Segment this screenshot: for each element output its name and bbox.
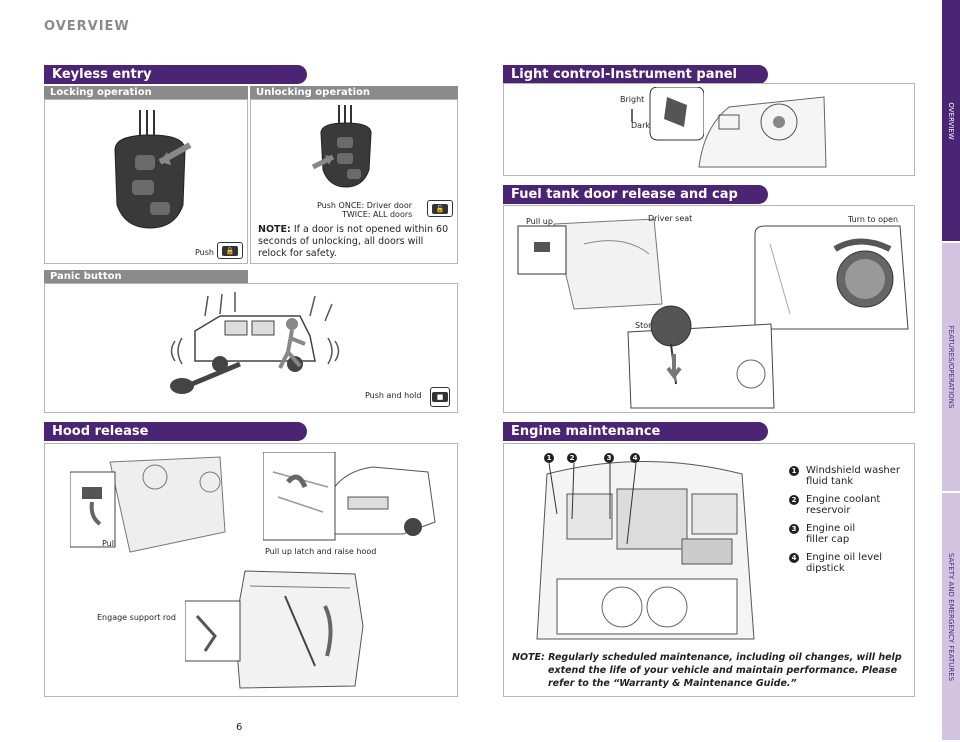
support-rod-icon [185,570,364,689]
key-fob-icon [311,105,372,188]
unlock-button-icon: 🔓 [427,200,453,217]
fuel-tank-banner: Fuel tank door release and cap [503,185,768,204]
legend-num: 2 [789,495,799,505]
pull-up-label: Pull up [526,217,553,226]
unlock-note-text: If a door is not opened within 60 second… [258,224,449,259]
lock-button-icon: 🔒 [217,242,243,259]
panic-panel: Push and hold ■ [44,283,458,413]
push-label: Push [195,248,214,257]
engine-note-label: NOTE: [512,652,545,663]
locking-panel: Push 🔒 [44,99,248,264]
callout-3: 3 [604,453,614,463]
callout-2: 2 [567,453,577,463]
fuel-cap-icon [754,225,909,330]
hood-release-panel: Pull Pull up latch and raise hood Engage… [44,443,458,697]
locking-operation-header: Locking operation [44,86,248,99]
turn-to-open-label: Turn to open [848,215,899,224]
engine-bay-icon [536,461,755,640]
tab-overview[interactable]: OVERVIEW [942,0,960,243]
engine-note-line1: Regularly scheduled maintenance, includi… [548,652,902,663]
unlock-note-label: NOTE: [258,224,291,235]
keyless-entry-banner: Keyless entry [44,65,307,84]
legend-line2: fluid tank [806,476,854,487]
engine-note: NOTE: Regularly scheduled maintenance, i… [512,651,912,690]
engine-maintenance-banner: Engine maintenance [503,422,768,441]
push-once-label: Push ONCE: Driver door [317,201,413,210]
key-fob-icon [114,110,192,229]
push-twice-label: TWICE: ALL doors [342,210,413,219]
callout-1: 1 [544,453,554,463]
light-control-panel: Bright Dark [503,83,915,176]
legend-num: 3 [789,524,799,534]
driver-seat-label: Driver seat [648,214,693,223]
unlock-note: NOTE: If a door is not opened within 60 … [258,224,453,260]
page-number: 6 [236,722,243,733]
tab-features-label: FEATURES/OPERATIONS [947,325,955,409]
light-control-banner: Light control-Instrument panel [503,65,768,84]
legend-line1: Windshield washer [806,465,901,476]
unlocking-panel: Push ONCE: Driver door TWICE: ALL doors … [250,99,458,264]
panic-button-icon: ■ [430,387,450,407]
fuel-cap-store-icon [627,305,775,409]
dark-label: Dark [631,121,650,130]
legend-line1: Engine oil level [806,552,883,563]
legend-line2: dipstick [806,563,845,574]
latch-label: Pull up latch and raise hood [265,547,377,556]
engine-note-line2: extend the life of your vehicle and main… [548,665,898,676]
car-alarm-icon [170,292,340,394]
store-label: Store [635,321,657,330]
engine-note-line3: refer to the “Warranty & Maintenance Gui… [548,678,797,689]
legend-num: 1 [789,466,799,476]
panic-button-header: Panic button [44,270,248,283]
support-rod-label: Engage support rod [97,613,176,622]
callout-4: 4 [630,453,640,463]
light-dial-icon [631,87,704,141]
bright-label: Bright [620,95,645,104]
push-and-hold-label: Push and hold [365,391,422,400]
fuel-release-lever-icon [517,218,663,310]
tab-safety-label: SAFETY AND EMERGENCY FEATURES [947,552,955,681]
tab-safety[interactable]: SAFETY AND EMERGENCY FEATURES [942,493,960,742]
instrument-panel-icon [698,96,827,168]
legend-line1: Engine oil [806,523,856,534]
fuel-tank-panel: Pull up Driver seat Turn to open Store [503,205,915,413]
hood-release-banner: Hood release [44,422,307,441]
page-title: OVERVIEW [44,19,130,34]
pull-label: Pull [102,539,117,548]
legend-line2: reservoir [806,505,851,516]
tab-features-operations[interactable]: FEATURES/OPERATIONS [942,243,960,493]
legend-line2: filler cap [806,534,850,545]
tab-overview-label: OVERVIEW [947,101,955,140]
legend-line1: Engine coolant [806,494,881,505]
hood-latch-icon [263,452,436,541]
unlocking-operation-header: Unlocking operation [250,86,458,99]
hood-lever-icon [70,452,230,557]
legend-num: 4 [789,553,799,563]
